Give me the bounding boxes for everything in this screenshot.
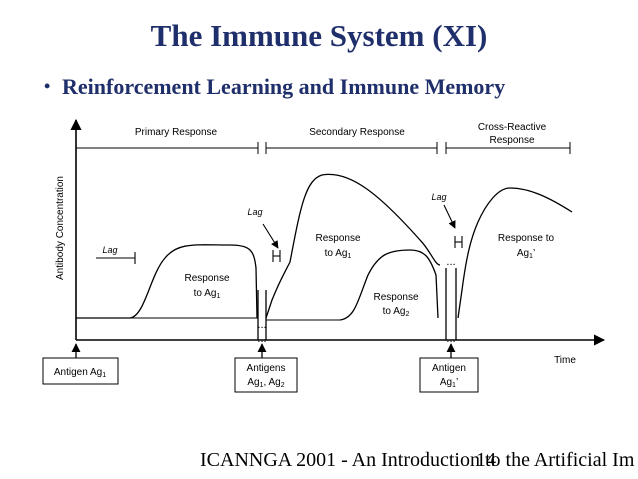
antigen-box-3-l2: Ag1’ — [440, 377, 458, 389]
ellipsis-4: ... — [446, 333, 455, 345]
bullet-dot-icon: • — [44, 76, 51, 96]
bullet-text: Reinforcement Learning and Immune Memory — [62, 74, 506, 99]
antigen-arrows — [71, 343, 456, 358]
response-ag1prime-l1: Response to — [498, 233, 555, 244]
antigen-box-1-label: Antigen Ag1 — [54, 367, 106, 379]
x-axis-label: Time — [554, 355, 576, 366]
ellipsis-3: ... — [446, 256, 455, 268]
phase-bars — [76, 142, 571, 154]
slide-footer: ICANNGA 2001 - An Introduction to the Ar… — [200, 449, 635, 471]
lag-label-1: Lag — [102, 245, 117, 255]
lag-markers — [96, 204, 463, 264]
antigen-box-3-l1: Antigen — [432, 363, 466, 374]
antigen-box-2-l2: Ag1, Ag2 — [247, 377, 284, 389]
bullet-item: • Reinforcement Learning and Immune Memor… — [44, 74, 505, 100]
response-ag1-primary-l1: Response — [184, 273, 229, 284]
antigen-box-3 — [419, 357, 479, 393]
ellipsis-2: ... — [257, 333, 266, 345]
response-ag2-l1: Response — [373, 292, 418, 303]
slide-title: The Immune System (XI) — [150, 18, 488, 53]
ellipsis-1: ... — [257, 319, 266, 331]
antigen-box-2 — [234, 357, 298, 393]
page-number: 14 — [476, 449, 496, 471]
response-ag1-primary-l2: to Ag1 — [194, 288, 221, 300]
antigen-box-1 — [42, 357, 119, 385]
response-ag1-secondary-l1: Response — [315, 233, 360, 244]
curve-cross-ag1prime — [457, 187, 573, 319]
response-ag1prime-l2: Ag1’ — [517, 248, 535, 260]
phase-primary-label: Primary Response — [135, 127, 218, 138]
response-ag2-l2: to Ag2 — [383, 306, 410, 318]
curve-secondary-ag1 — [265, 173, 441, 319]
phase-cross-label-2: Response — [489, 135, 534, 146]
curve-ag2 — [339, 249, 439, 321]
antigen-box-2-l1: Antigens — [247, 363, 286, 374]
y-axis-label: Antibody Concentration — [55, 176, 66, 280]
curve-primary-ag1 — [76, 244, 258, 319]
lag-label-3: Lag — [431, 192, 446, 202]
phase-secondary-label: Secondary Response — [309, 127, 405, 138]
response-ag1-secondary-l2: to Ag1 — [325, 248, 352, 260]
lag-label-2: Lag — [247, 207, 262, 217]
response-curves — [76, 173, 573, 340]
phase-cross-label-1: Cross-Reactive — [478, 122, 547, 133]
